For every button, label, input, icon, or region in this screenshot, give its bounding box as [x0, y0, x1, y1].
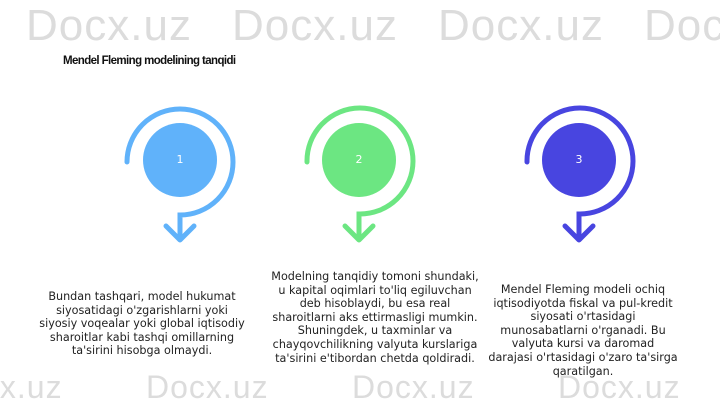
step-circle [143, 123, 217, 197]
curved-arrow-icon [304, 105, 416, 242]
step-number: 2 [355, 153, 363, 166]
watermark: Docx.uz [352, 369, 475, 405]
step-1-description: Bundan tashqari, model hukumat siyosatid… [39, 290, 245, 358]
arrow-head-icon [342, 223, 376, 243]
watermark: Docx.uz [0, 369, 63, 405]
step-circle [542, 123, 616, 197]
curved-arrow-icon [524, 105, 636, 242]
arrow-head-icon [163, 223, 197, 243]
step-number: 3 [575, 153, 583, 166]
step-1-graphic [124, 106, 236, 243]
watermark: Docx.uz [26, 1, 192, 50]
watermark: Docx.uz [644, 1, 720, 50]
watermark: Docx.uz [558, 369, 681, 405]
watermark: Docx.uz [232, 1, 398, 50]
step-circle [322, 123, 396, 197]
step-2-description: Modelning tanqidiy tomoni shundaki, u ka… [271, 270, 479, 365]
step-number: 1 [176, 153, 184, 166]
watermark: Docx.uz [438, 1, 604, 50]
slide-title: Mendel Fleming modelining tanqidi [63, 55, 236, 67]
watermark: Docx.uz [146, 369, 269, 405]
arrow-head-icon [562, 223, 596, 243]
curved-arrow-icon [124, 106, 236, 242]
step-3-graphic [524, 105, 636, 243]
step-2-graphic [304, 105, 416, 243]
step-3-description: Mendel Fleming modeli ochiq iqtisodiyotd… [488, 283, 678, 378]
